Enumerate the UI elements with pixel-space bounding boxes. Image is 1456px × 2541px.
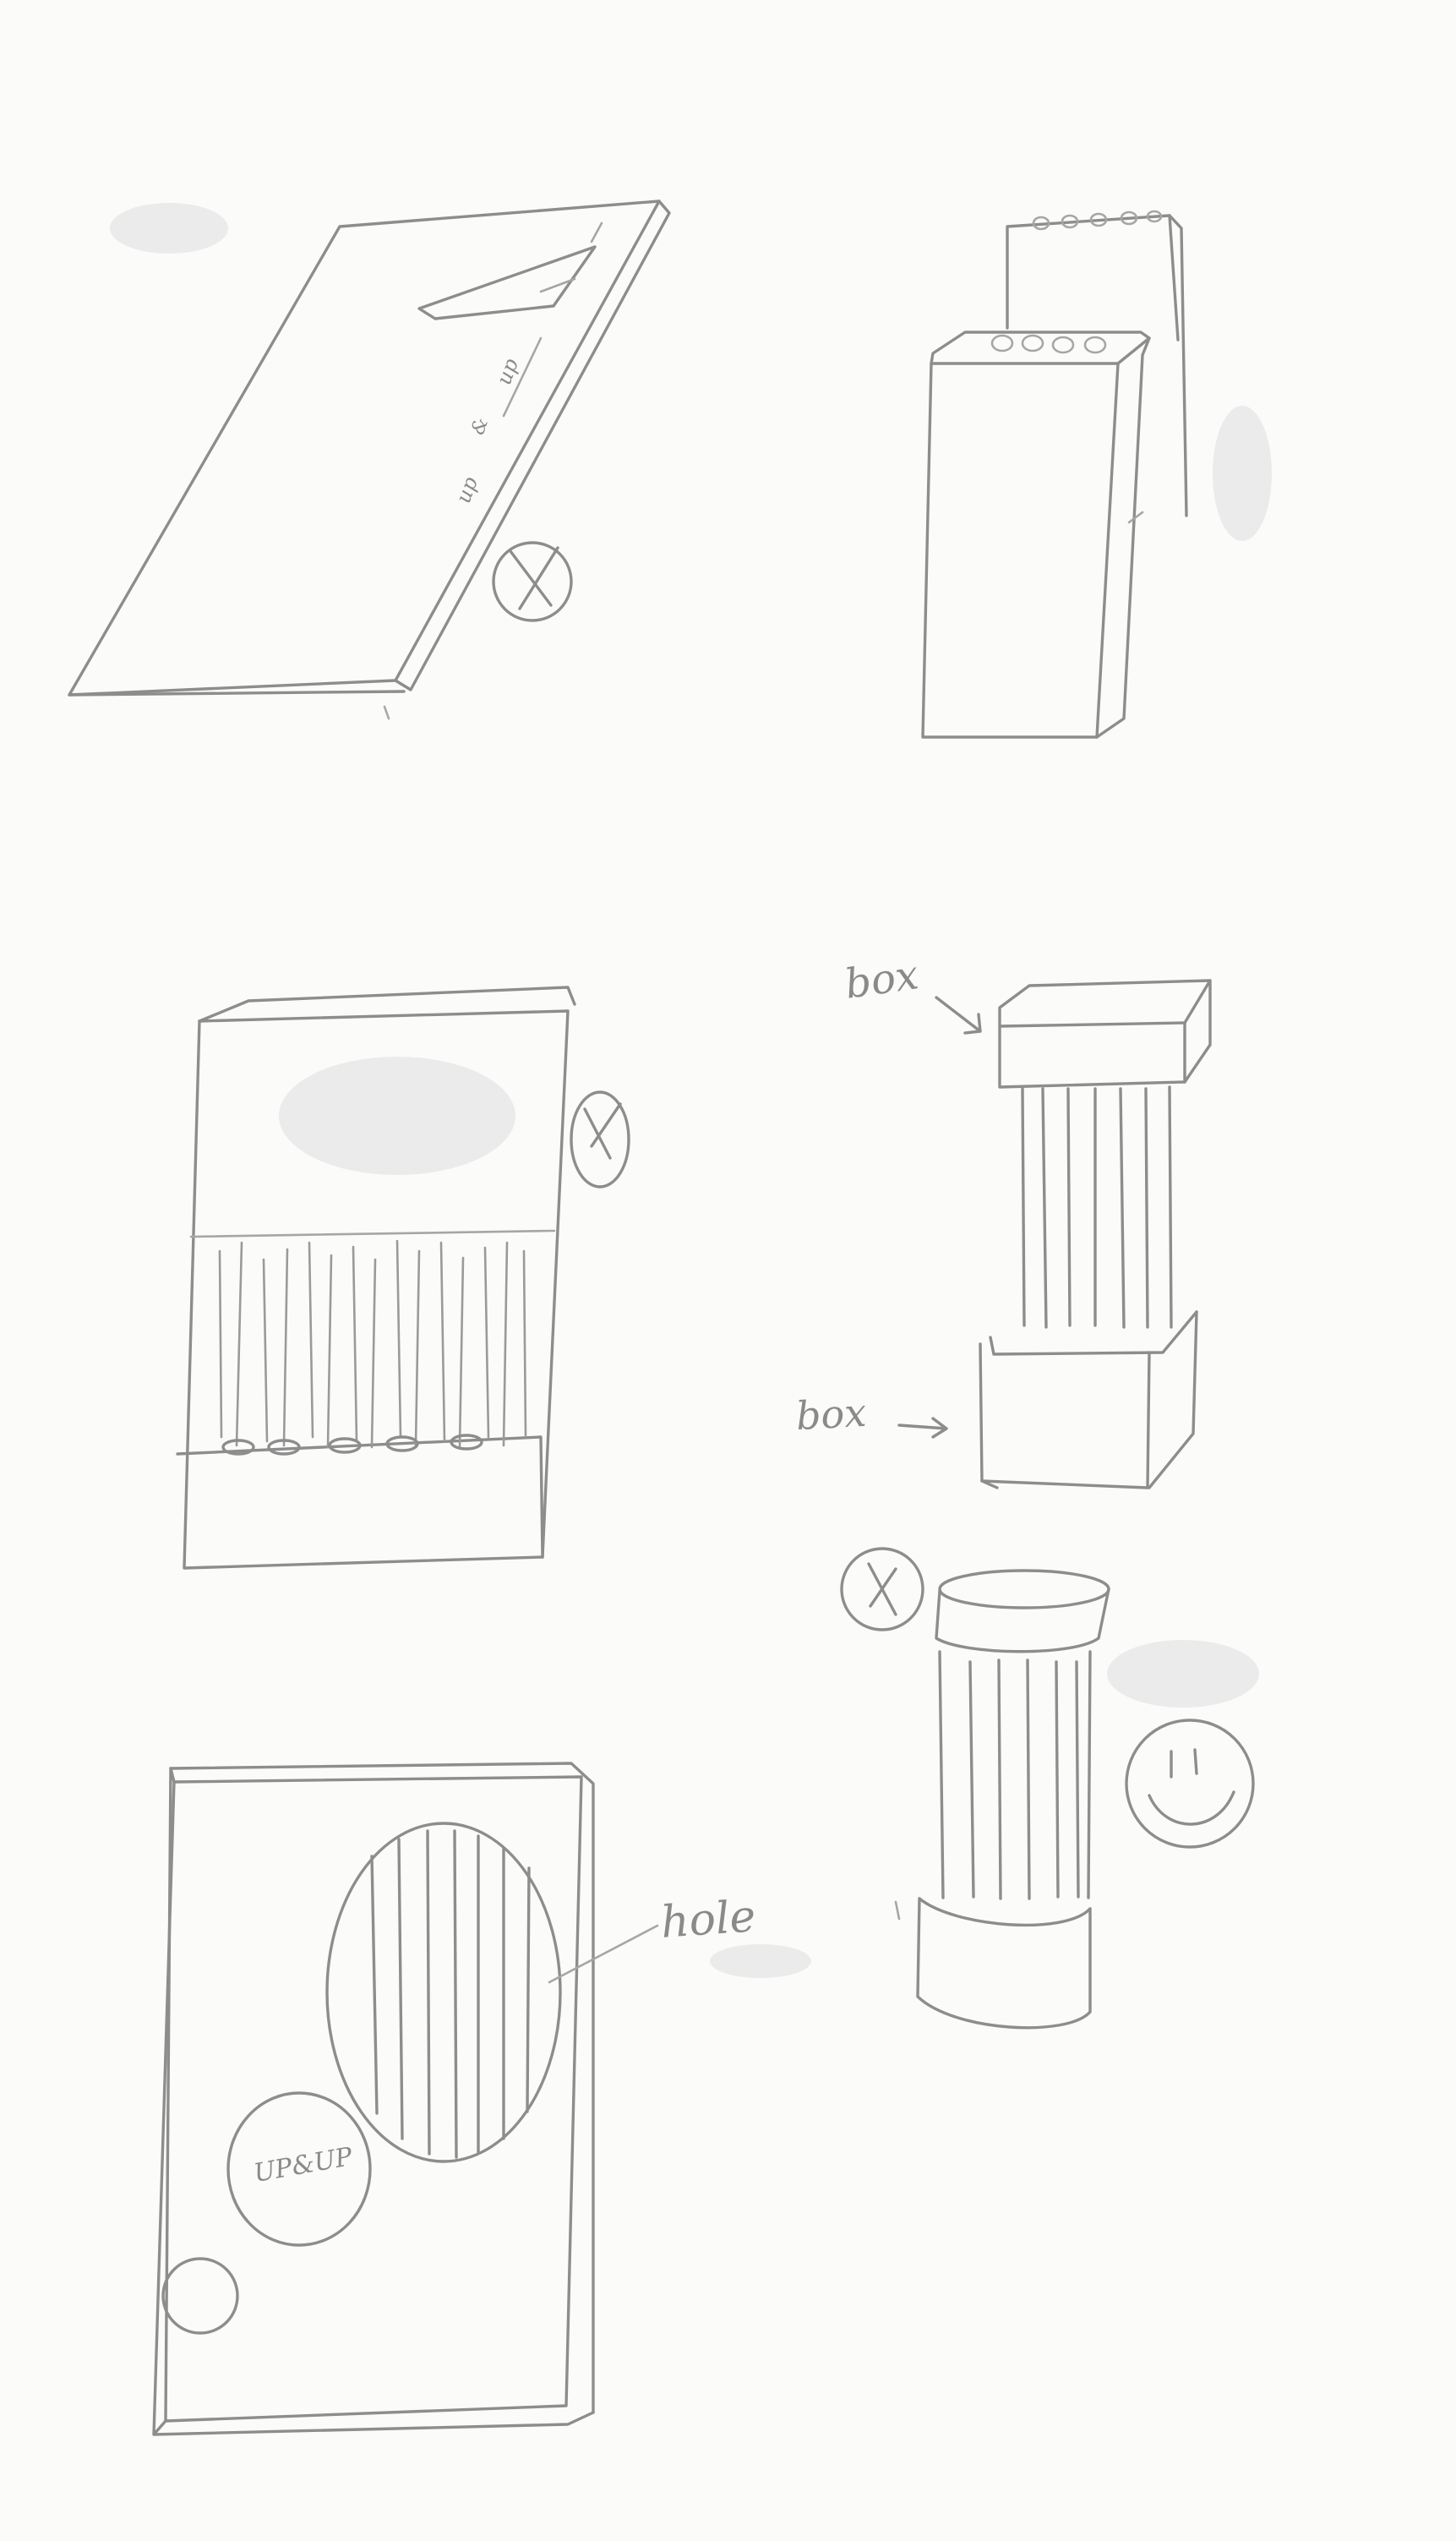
sketch-tilted-panel (69, 201, 669, 719)
hole-circle (327, 1823, 560, 2161)
smiley-icon (1126, 1720, 1253, 1847)
arrow-icon (899, 1418, 946, 1437)
sketch-box-with-hole (154, 1763, 657, 2434)
small-circle-mark (163, 2259, 237, 2333)
x-in-circle-icon (842, 1549, 923, 1630)
annotation-box-bottom: box (795, 1393, 867, 1435)
x-in-circle-icon (571, 1092, 629, 1187)
paper-smudges (110, 203, 1272, 1978)
annotation-hole: hole (659, 1894, 757, 1945)
x-in-circle-icon (494, 543, 571, 620)
sketch-boxed-column (899, 981, 1210, 1488)
arrow-icon (936, 997, 980, 1033)
rod-hatching (220, 1241, 526, 1447)
sketch-cylinder-column (842, 1549, 1253, 2028)
annotation-box-top: box (843, 954, 921, 1005)
sketch-stacked-boxes (923, 211, 1186, 737)
